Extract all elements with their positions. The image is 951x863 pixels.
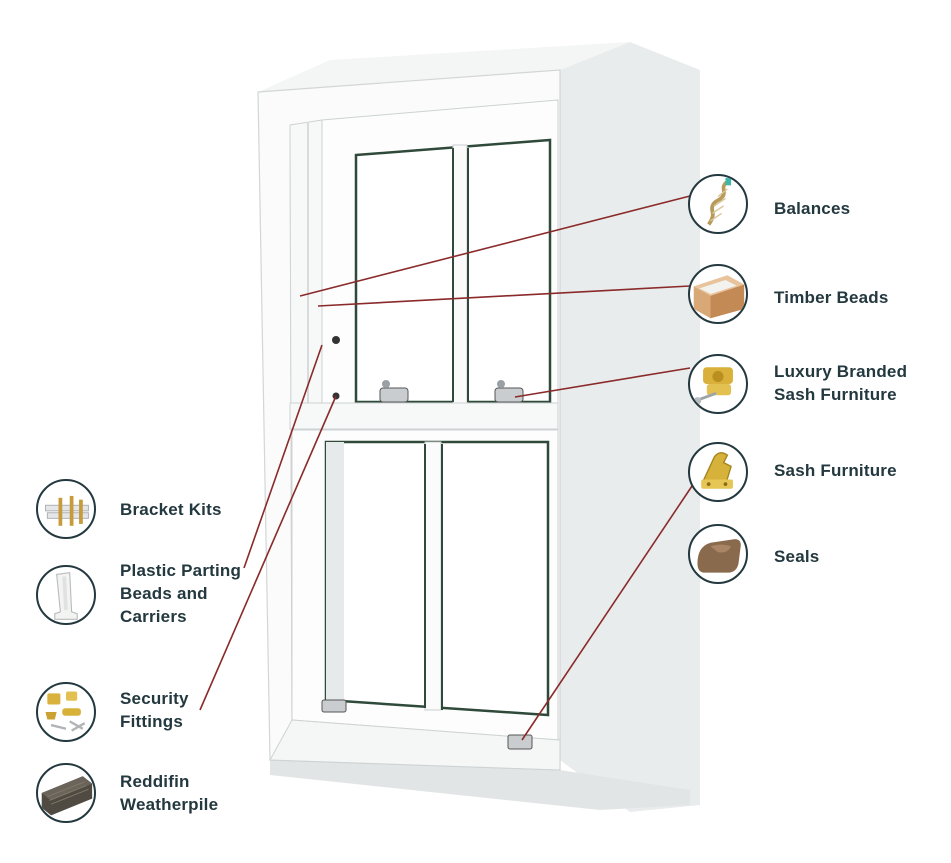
label-security-fittings: Security Fittings [120, 689, 189, 731]
label-balances: Balances [774, 199, 851, 218]
brass-sash-lift-icon [688, 442, 748, 502]
box-liner-shadow [326, 442, 344, 700]
frame-bottom-depth [270, 760, 690, 810]
frame-top-depth [258, 42, 630, 92]
parting-bead-icon [36, 565, 96, 625]
security-fittings-icon [36, 682, 96, 742]
label-sash-furniture: Sash Furniture [774, 461, 897, 480]
label-luxury-branded-sash-furniture: Luxury Branded Sash Furniture [774, 362, 908, 404]
sash-lift-left [321, 699, 347, 713]
leader-security-fittings [199, 395, 337, 711]
sash-fastener-left [379, 380, 409, 403]
brass-fastener-key-icon [688, 354, 748, 414]
label-reddifin-weatherpile: Reddifin Weatherpile [120, 772, 219, 814]
leader-parting-beads [243, 344, 323, 569]
sash-lift-right [507, 734, 533, 750]
upper-glazing-bar [452, 144, 468, 404]
lower-glazing-bar [424, 441, 442, 711]
label-plastic-parting-beads: Plastic Parting Beads and Carriers [120, 561, 242, 626]
timber-bead-icon [688, 264, 748, 324]
leader-timber-beads [317, 285, 691, 307]
security-stop-upper [332, 336, 340, 344]
meeting-rail [289, 402, 559, 430]
label-bracket-kits: Bracket Kits [120, 500, 222, 519]
label-timber-beads: Timber Beads [774, 288, 889, 307]
bracket-kit-icon [36, 479, 96, 539]
leader-luxury-furniture [514, 367, 691, 398]
brown-seal-profile-icon [688, 524, 748, 584]
leader-sash-furniture [521, 485, 693, 741]
spiral-balance-icon [688, 174, 748, 234]
frame-side-depth [560, 42, 700, 812]
leader-balances [299, 195, 691, 297]
weatherpile-brush-icon [36, 763, 96, 823]
bottom-sill [269, 719, 561, 771]
label-seals: Seals [774, 547, 820, 566]
